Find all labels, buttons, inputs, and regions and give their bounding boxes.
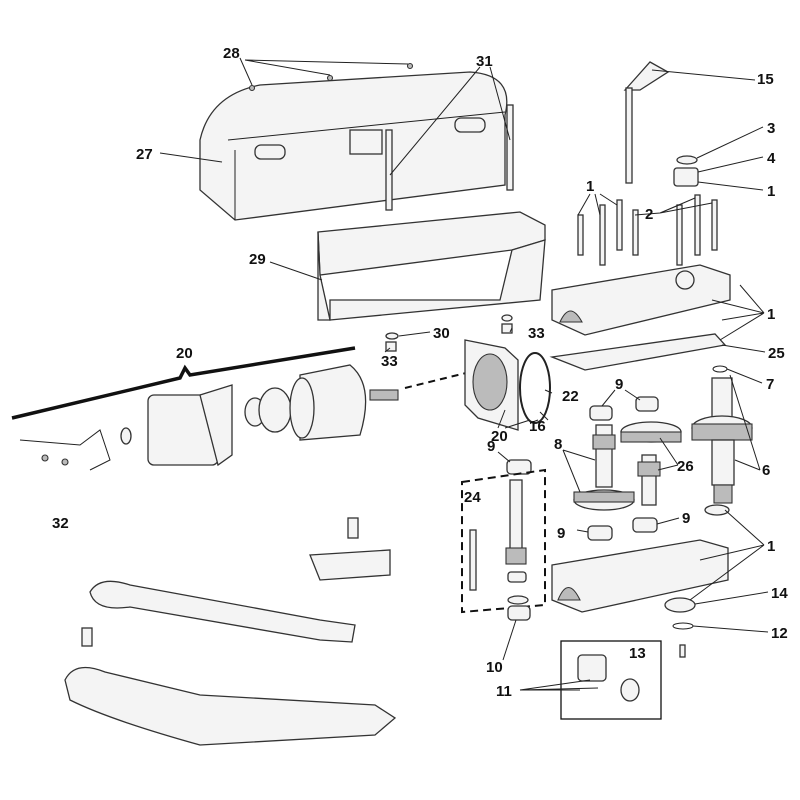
part-28-screws <box>248 62 414 92</box>
callout-8: 8 <box>554 436 562 453</box>
part-15-release-key <box>623 61 670 184</box>
callout-4: 4 <box>767 150 776 167</box>
part-1-lower-housing <box>551 539 729 658</box>
callout-32: 32 <box>52 515 69 532</box>
part-29-bracket <box>317 211 546 321</box>
part-24-worm-assembly <box>461 468 546 621</box>
part-27-cover <box>199 71 508 221</box>
callout-3: 3 <box>767 120 775 137</box>
part-9-bearings <box>506 396 659 541</box>
callout-1: 1 <box>767 538 775 555</box>
part-3-4-bushing <box>673 155 699 187</box>
callout-33: 33 <box>381 353 398 370</box>
leader-lines <box>159 57 769 691</box>
callout-9: 9 <box>615 376 623 393</box>
callout-9: 9 <box>682 510 690 527</box>
part-30-33-nuts <box>385 314 513 352</box>
callout-28: 28 <box>223 45 240 62</box>
part-20-flange <box>464 339 551 431</box>
callout-1: 1 <box>586 178 594 195</box>
callout-10: 10 <box>486 659 503 676</box>
callout-33: 33 <box>528 325 545 342</box>
callout-30: 30 <box>433 325 450 342</box>
callout-31: 31 <box>476 53 493 70</box>
callout-22: 22 <box>562 388 579 405</box>
part-8-26-gears <box>573 421 682 511</box>
callout-7: 7 <box>766 376 774 393</box>
part-31-screws <box>385 104 514 211</box>
callout-16: 16 <box>529 418 546 435</box>
callout-27: 27 <box>136 146 153 163</box>
callout-15: 15 <box>757 71 774 88</box>
part-6-main-shaft <box>691 365 753 516</box>
callout-25: 25 <box>768 345 785 362</box>
callout-26: 26 <box>677 458 694 475</box>
callout-9: 9 <box>557 525 565 542</box>
callout-11: 11 <box>496 683 512 700</box>
part-13-release-box <box>560 640 662 720</box>
callout-14: 14 <box>771 585 788 602</box>
dashed-link <box>404 371 471 389</box>
part-1-upper-housing <box>551 264 731 336</box>
part-32-arms <box>64 517 397 746</box>
part-20-bracket-line <box>11 346 356 420</box>
callout-1: 1 <box>767 306 775 323</box>
callout-9: 9 <box>487 438 495 455</box>
part-1-2-screws <box>577 194 718 266</box>
callout-24: 24 <box>464 489 481 506</box>
callout-29: 29 <box>249 251 266 268</box>
callout-2: 2 <box>645 206 653 223</box>
callout-1: 1 <box>767 183 775 200</box>
callout-20: 20 <box>491 428 508 445</box>
callout-20: 20 <box>176 345 193 362</box>
part-20-motor <box>19 364 399 471</box>
callout-12: 12 <box>771 625 788 642</box>
callout-13: 13 <box>629 645 646 662</box>
part-25-gasket <box>549 333 727 371</box>
callout-6: 6 <box>762 462 770 479</box>
